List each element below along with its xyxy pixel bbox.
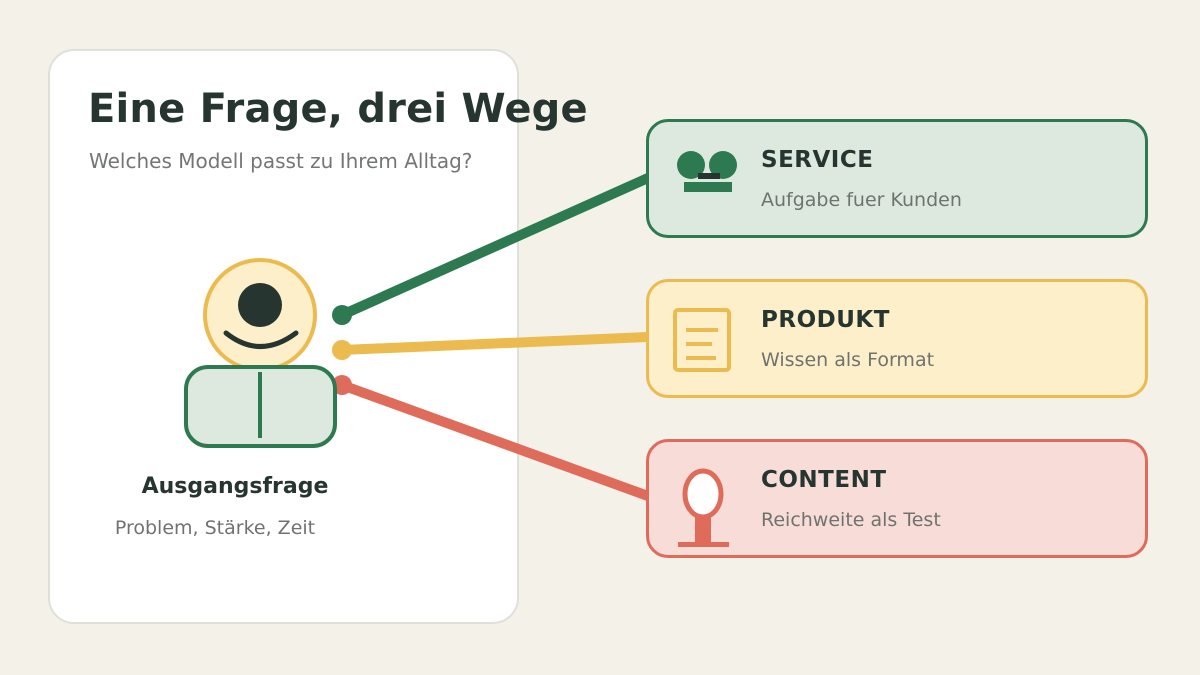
origin-label: Ausgangsfrage bbox=[141, 474, 329, 499]
path-title-content: CONTENT bbox=[761, 467, 887, 493]
connector-service bbox=[337, 173, 653, 320]
person-icon bbox=[184, 258, 337, 448]
document-icon bbox=[673, 308, 731, 372]
connector-content bbox=[337, 380, 653, 501]
path-card-content: CONTENT Reichweite als Test bbox=[646, 439, 1148, 558]
page-title: Eine Frage, drei Wege bbox=[88, 86, 588, 132]
path-title-produkt: PRODUKT bbox=[761, 307, 890, 333]
people-icon bbox=[677, 151, 737, 192]
connector-dot-service bbox=[332, 305, 352, 325]
path-subtitle-produkt: Wissen als Format bbox=[761, 349, 935, 371]
connector-dot-produkt bbox=[332, 340, 352, 360]
page-subtitle: Welches Modell passt zu Ihrem Alltag? bbox=[89, 149, 473, 173]
path-subtitle-service: Aufgabe fuer Kunden bbox=[761, 189, 962, 211]
origin-sublabel: Problem, Stärke, Zeit bbox=[114, 517, 316, 539]
path-subtitle-content: Reichweite als Test bbox=[761, 509, 941, 531]
path-card-produkt: PRODUKT Wissen als Format bbox=[646, 279, 1148, 398]
path-card-service: SERVICE Aufgabe fuer Kunden bbox=[646, 119, 1148, 238]
path-title-service: SERVICE bbox=[761, 147, 874, 173]
microphone-icon bbox=[678, 468, 729, 547]
connector-produkt bbox=[337, 332, 653, 355]
